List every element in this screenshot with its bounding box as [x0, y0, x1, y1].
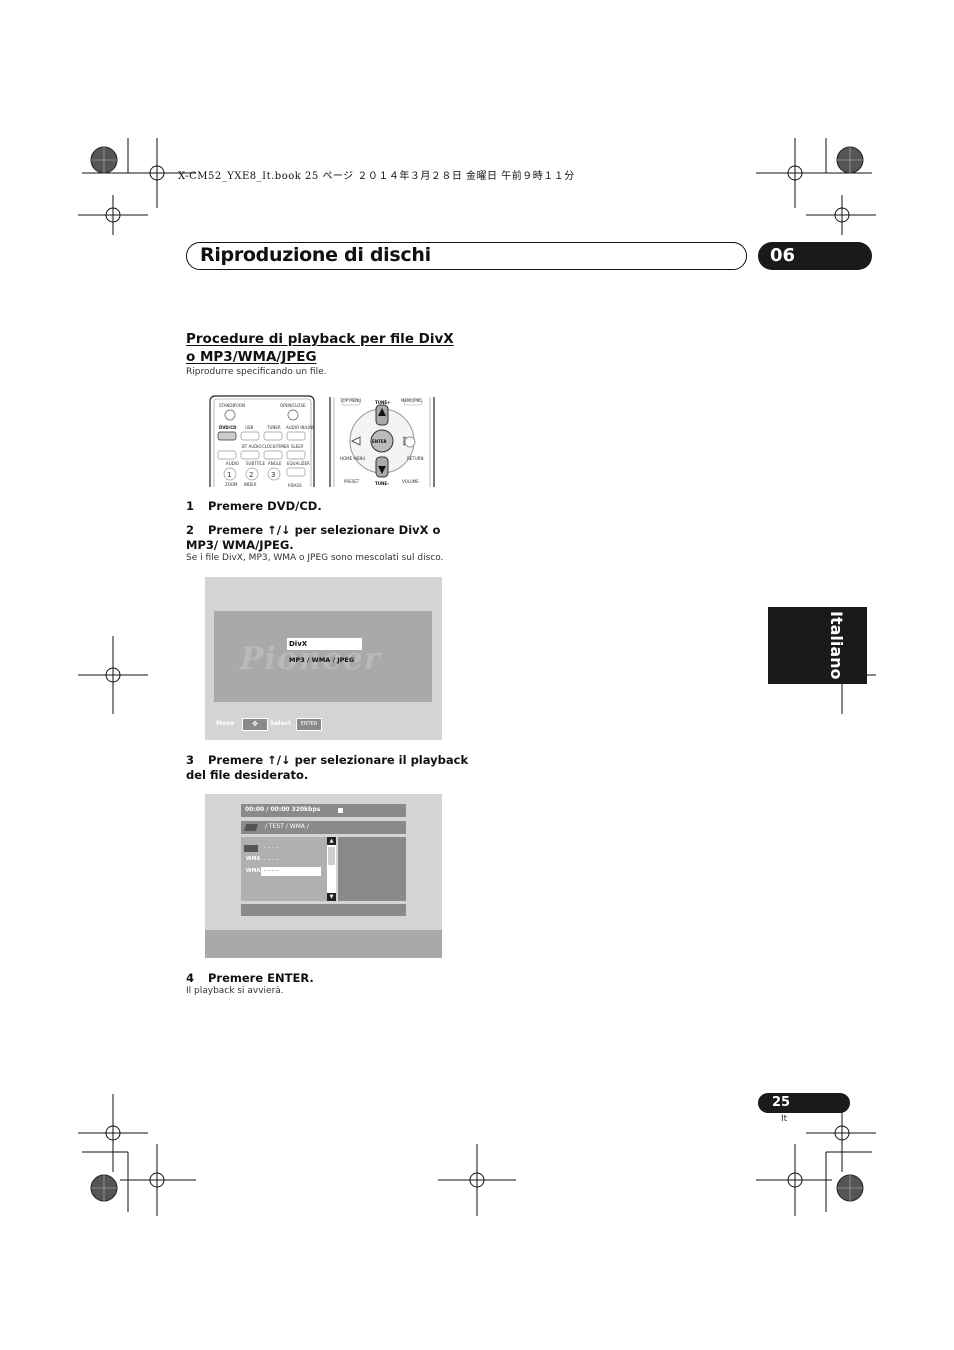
remote-button-label: OPEN/CLOSE: [280, 403, 306, 408]
remote-button-label: AUDIO IN/LINE: [286, 425, 315, 430]
remote-button-label: SLEEP: [291, 444, 304, 449]
remote-button-label: ENTER: [372, 439, 387, 444]
remote-button-label: SUBTITLE: [246, 461, 266, 466]
print-info: X-CM52_YXE8_It.book 25 ページ ２０１４年３月２８日 金曜…: [178, 171, 575, 182]
list-item[interactable]: WMA - - - -: [246, 856, 279, 863]
header-frame: [186, 242, 747, 270]
screen-footer-bar: Move ✥ Select ENTER: [214, 717, 323, 731]
section-title: Procedure di playback per file DivX o MP…: [186, 331, 454, 365]
disc-type-menu-screen: Pioneer DivX MP3 / WMA / JPEG Move ✥ Sel…: [205, 577, 442, 740]
option-mp3-wma-jpeg[interactable]: MP3 / WMA / JPEG: [289, 656, 355, 664]
remote-button-label: VOLUME: [402, 479, 419, 484]
remote-button-label: STANDBY/ON: [219, 403, 245, 408]
remote-button-label: HOME MENU: [340, 456, 366, 461]
scrollbar[interactable]: ▲ ▼: [327, 837, 336, 901]
remote-button-label: TUNER: [267, 425, 281, 430]
remote-button-label: P.BASS: [288, 483, 302, 488]
remote-button-label: RETURN: [407, 456, 424, 461]
footer-lang: It: [781, 1114, 788, 1124]
step-2-note: Se i file DivX, MP3, WMA o JPEG sono mes…: [186, 553, 444, 563]
list-item[interactable]: - - - -: [244, 843, 324, 853]
scroll-thumb[interactable]: [328, 847, 335, 865]
preview-panel: [338, 837, 406, 901]
remote-button-label: ZOOM: [225, 482, 238, 487]
remote-button-label: DVD/CD: [219, 425, 237, 430]
move-arrows-icon: ✥: [242, 718, 268, 731]
language-tab: Italiano: [768, 607, 867, 684]
remote-button-label: 1: [227, 471, 232, 479]
remote-button-label: 3: [271, 471, 276, 479]
select-label: Select: [270, 720, 291, 727]
remote-button-label: 2: [249, 471, 254, 479]
info-bar: [241, 904, 406, 916]
enter-key-icon: ENTER: [296, 718, 322, 731]
remote-button-label: USB: [245, 425, 254, 430]
remote-button-label: EQUALIZER: [287, 461, 310, 466]
menu-panel: Pioneer DivX MP3 / WMA / JPEG: [214, 611, 432, 702]
remote-button-label: ANGLE: [268, 461, 282, 466]
language-tab-label: Italiano: [827, 611, 846, 680]
scroll-down-icon[interactable]: ▼: [327, 893, 336, 901]
remote-button-label: CLOCK/TIMER: [262, 444, 290, 449]
remote-button-label: BT AUDIO: [242, 444, 262, 449]
file-browser-screen: 00:00 / 00:00 320kbps / TEST / WMA / - -…: [205, 794, 442, 958]
folder-icon: [244, 845, 258, 852]
status-bar: 00:00 / 00:00 320kbps: [241, 804, 406, 817]
remote-button-label: TUNE–: [375, 481, 390, 486]
section-intro: Riprodurre specificando un file.: [186, 367, 327, 377]
stop-icon: [338, 808, 343, 813]
option-divx[interactable]: DivX: [287, 638, 362, 650]
remote-button-label: TOP MENU: [340, 398, 362, 403]
wma-icon: WMA: [246, 856, 261, 862]
remote-illustration: STANDBY/ON OPEN/CLOSE DVD/CD USB TUNER AUDIO …: [208, 395, 440, 488]
scroll-up-icon[interactable]: ▲: [327, 837, 336, 845]
remote-button-label: AUDIO: [226, 461, 240, 466]
screen-bottom-bar: [205, 930, 442, 958]
page-title: Riproduzione di dischi: [200, 244, 431, 266]
path-bar: / TEST / WMA /: [241, 821, 406, 834]
remote-button-label: MENU/PBC: [401, 398, 423, 403]
remote-button-label: INDEX: [244, 482, 257, 487]
move-label: Move: [216, 720, 235, 727]
file-list: - - - - WMA - - - - WMA - - - -: [241, 837, 327, 901]
folder-icon: [244, 824, 258, 831]
step-4-note: Il playback si avvierà.: [186, 986, 284, 996]
list-item-selected[interactable]: WMA - - - -: [244, 867, 324, 877]
remote-button-label: TUNE+: [375, 400, 391, 405]
wma-icon: WMA: [246, 868, 261, 874]
remote-button-label: PRESET: [344, 479, 360, 484]
chapter-number: 06: [758, 242, 872, 270]
page-number: 25: [758, 1093, 850, 1113]
